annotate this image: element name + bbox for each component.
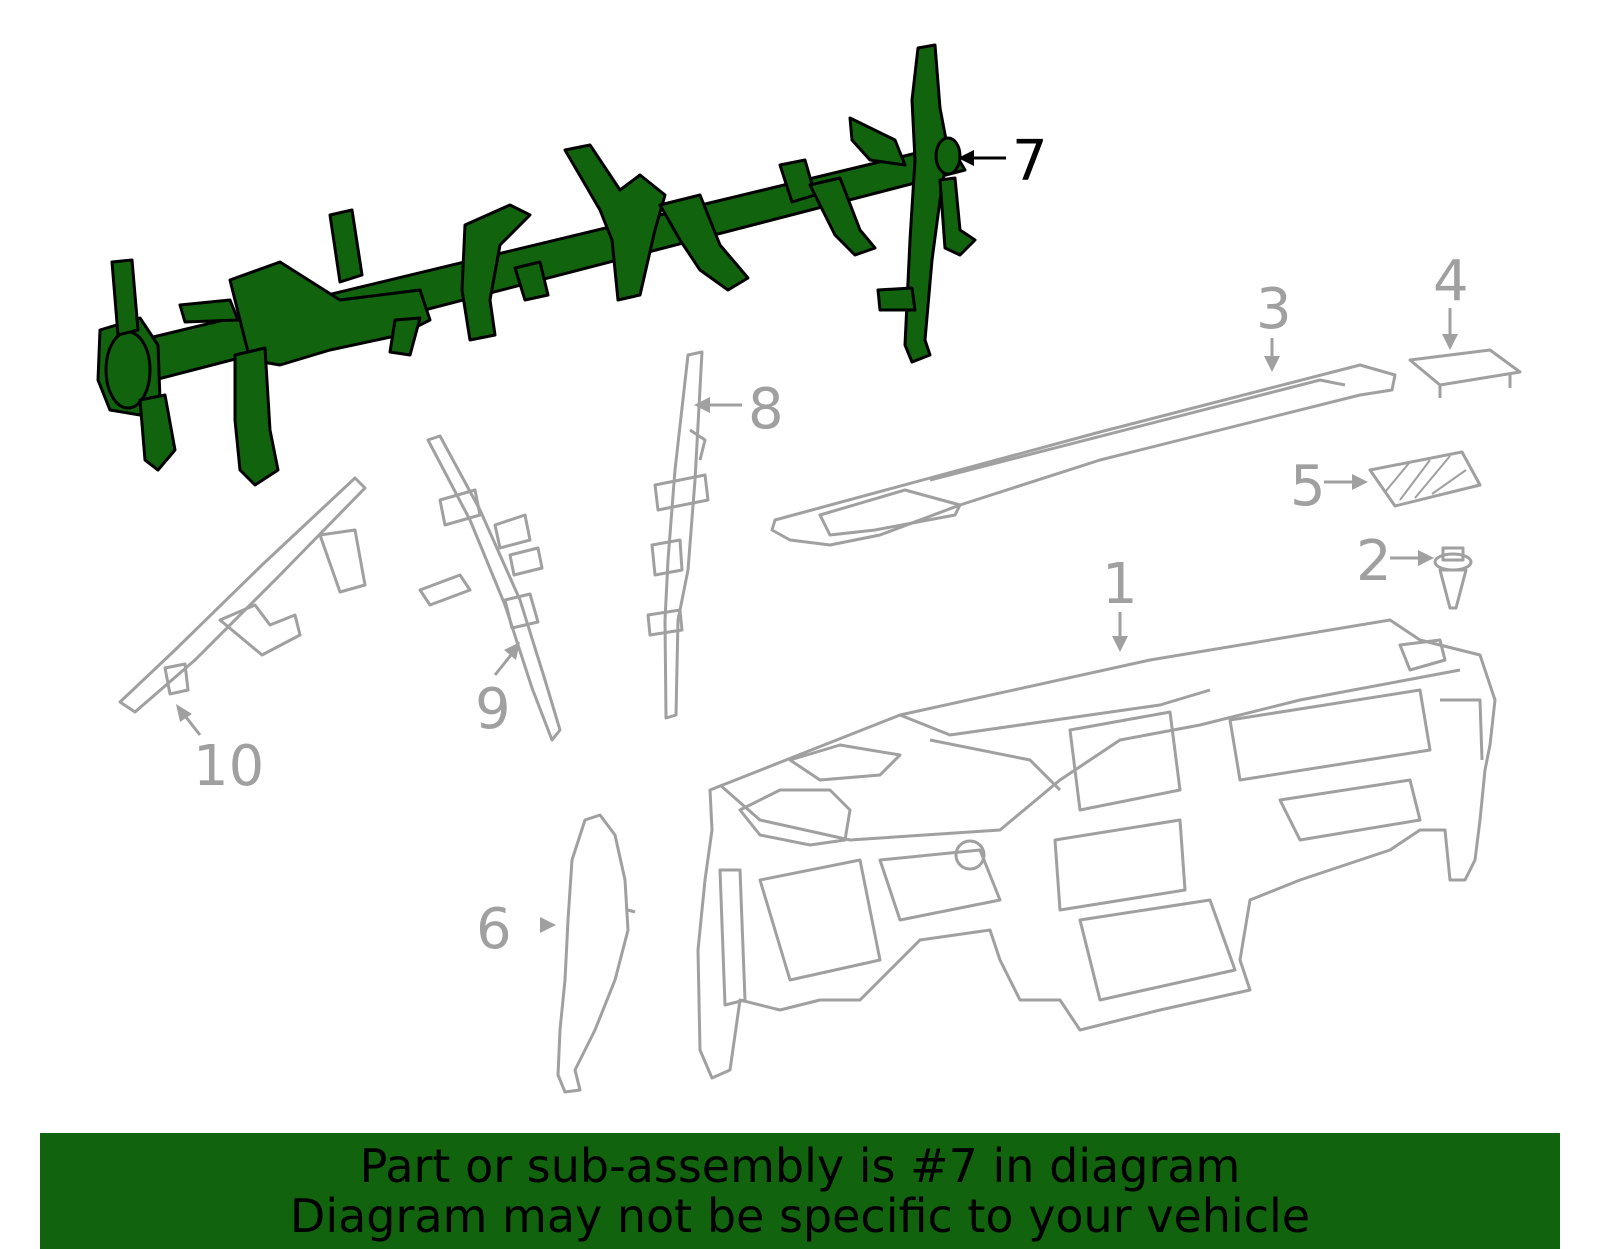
- callout-10-label: 10: [193, 734, 264, 799]
- part-10-lower-brace[interactable]: [118, 476, 367, 714]
- callout-1[interactable]: 1: [1102, 552, 1138, 652]
- part-9-diagonal-brace[interactable]: [418, 434, 562, 742]
- callout-2[interactable]: 2: [1356, 529, 1434, 594]
- part-1-instrument-panel[interactable]: [696, 618, 1497, 1080]
- part-6-side-cover[interactable]: [556, 813, 636, 1094]
- callout-2-label: 2: [1356, 529, 1392, 594]
- info-banner: Part or sub-assembly is #7 in diagram Di…: [40, 1133, 1560, 1249]
- callout-3-label: 3: [1256, 277, 1292, 342]
- part-4-end-cap[interactable]: [1408, 348, 1522, 398]
- banner-line-2: Diagram may not be specific to your vehi…: [289, 1189, 1311, 1243]
- callout-5-label: 5: [1290, 454, 1326, 519]
- part-7-cross-car-beam[interactable]: [96, 43, 977, 487]
- callout-1-label: 1: [1102, 552, 1138, 617]
- callout-8[interactable]: 8: [694, 377, 784, 442]
- callout-3[interactable]: 3: [1256, 277, 1292, 372]
- callout-7[interactable]: 7: [958, 129, 1048, 194]
- callout-8-label: 8: [748, 377, 784, 442]
- part-3-top-cover[interactable]: [770, 363, 1397, 547]
- callout-7-label: 7: [1012, 129, 1048, 194]
- callout-9-label: 9: [475, 677, 511, 742]
- callout-4[interactable]: 4: [1433, 249, 1469, 350]
- callout-4-label: 4: [1433, 249, 1469, 314]
- part-2-push-clip[interactable]: [1433, 546, 1473, 610]
- part-5-vent-grille[interactable]: [1368, 450, 1482, 508]
- callout-6[interactable]: 6: [476, 897, 556, 962]
- banner-line-1: Part or sub-assembly is #7 in diagram: [359, 1139, 1241, 1193]
- callout-5[interactable]: 5: [1290, 454, 1368, 519]
- callout-10[interactable]: 10: [176, 704, 264, 799]
- part-8-vertical-support[interactable]: [646, 350, 710, 720]
- callout-6-label: 6: [476, 897, 512, 962]
- callout-9[interactable]: 9: [475, 642, 520, 742]
